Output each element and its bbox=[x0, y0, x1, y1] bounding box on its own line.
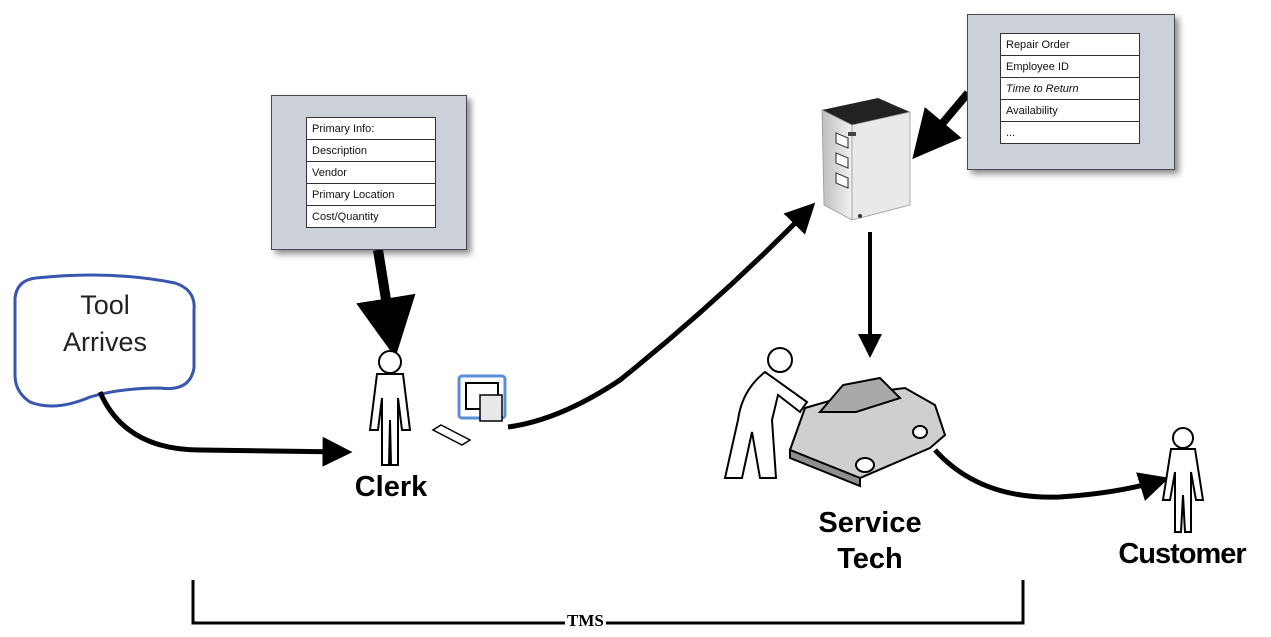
clerk-info-card: Primary Info: Description Vendor Primary… bbox=[271, 95, 467, 250]
clerk-info-row: Description bbox=[306, 139, 436, 162]
repair-info-row: Employee ID bbox=[1000, 55, 1140, 78]
clerk-figure-icon bbox=[368, 350, 412, 466]
arrow-tech-to-customer bbox=[933, 448, 1170, 501]
tms-label: TMS bbox=[565, 611, 606, 630]
tms-label-wrap: TMS bbox=[565, 611, 606, 631]
arrow-form-to-clerk bbox=[356, 249, 416, 358]
service-tech-figure-icon bbox=[723, 347, 809, 479]
repair-info-card: Repair Order Employee ID Time to Return … bbox=[967, 14, 1175, 170]
clerk-info-table: Primary Info: Description Vendor Primary… bbox=[306, 117, 436, 228]
arrow-computer-to-cabinet bbox=[507, 202, 816, 430]
clerk-info-row: Primary Info: bbox=[306, 117, 436, 140]
car-icon bbox=[788, 376, 947, 488]
repair-info-row: Availability bbox=[1000, 99, 1140, 122]
clerk-label: Clerk bbox=[354, 471, 428, 503]
tool-arrives-line2: Arrives bbox=[62, 327, 147, 357]
computer-icon bbox=[431, 374, 507, 446]
repair-info-row: Repair Order bbox=[1000, 33, 1140, 56]
customer-figure-icon bbox=[1161, 427, 1205, 533]
repair-info-row: Time to Return bbox=[1000, 77, 1140, 100]
tool-arrives-line1: Tool bbox=[80, 290, 130, 320]
tool-arrives-label: Tool Arrives bbox=[40, 287, 170, 361]
filing-cabinet-icon bbox=[821, 98, 911, 221]
service-tech-line1: Service bbox=[818, 507, 922, 539]
service-tech-label: Service Tech bbox=[790, 505, 950, 577]
repair-info-table: Repair Order Employee ID Time to Return … bbox=[1000, 33, 1140, 144]
tool-arrives-shape bbox=[13, 273, 196, 408]
customer-label: Customer bbox=[1118, 538, 1246, 570]
clerk-info-row: Primary Location bbox=[306, 183, 436, 206]
arrow-form-to-cabinet bbox=[912, 90, 972, 160]
repair-info-row: ... bbox=[1000, 121, 1140, 144]
tms-bracket bbox=[191, 580, 1025, 625]
service-tech-line2: Tech bbox=[837, 543, 903, 575]
clerk-info-row: Vendor bbox=[306, 161, 436, 184]
arrow-tool-to-clerk bbox=[97, 391, 353, 467]
clerk-info-row: Cost/Quantity bbox=[306, 205, 436, 228]
